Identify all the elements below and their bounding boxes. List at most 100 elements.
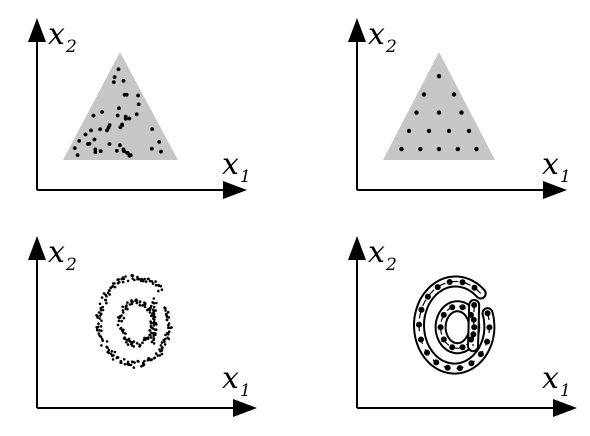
sample-point [75, 153, 80, 158]
sample-point [486, 324, 493, 331]
sample-point [416, 321, 422, 328]
sample-point [148, 329, 151, 332]
sample-point [98, 317, 102, 320]
sample-point [96, 315, 99, 318]
sample-point [143, 277, 146, 281]
sample-point [122, 331, 125, 334]
sample-point [456, 365, 463, 372]
sample-point [124, 275, 127, 278]
sample-point [166, 336, 169, 340]
sample-point [165, 318, 169, 322]
sample-point [101, 305, 104, 309]
sample-points [399, 74, 479, 152]
sample-point [449, 304, 456, 311]
sample-point [124, 332, 127, 335]
sample-point [129, 340, 133, 344]
sample-point [120, 314, 123, 317]
at-sign-sample-points [416, 279, 493, 372]
sample-point [426, 128, 432, 134]
sample-point [468, 311, 474, 318]
sample-point [150, 340, 154, 344]
sample-point [440, 311, 447, 318]
y-axis-label: x [368, 17, 385, 52]
sample-point [111, 358, 115, 361]
sample-point [122, 277, 126, 281]
sample-point [123, 362, 127, 366]
sample-point [105, 345, 108, 349]
sample-point [169, 326, 172, 330]
sample-point [110, 285, 113, 289]
sample-point [161, 346, 164, 349]
sample-point [468, 336, 474, 343]
x-axis-subscript: 1 [560, 167, 571, 187]
y-axis-label: x [48, 17, 65, 52]
y-axis-subscript: 2 [65, 255, 77, 275]
sample-point [152, 357, 156, 360]
sample-point [131, 344, 134, 347]
sample-point [418, 306, 425, 313]
sample-point [137, 360, 140, 363]
sample-point [112, 75, 117, 79]
tube-centerline [472, 304, 475, 347]
sample-point [139, 279, 143, 283]
y-axis-subscript: 2 [385, 37, 397, 57]
panel-bottom-left: x 2 x 1 [28, 235, 257, 417]
sample-point [125, 338, 129, 342]
sample-point [97, 311, 101, 314]
sample-point [138, 303, 142, 307]
sample-point [132, 360, 135, 364]
sample-point [152, 312, 156, 316]
x-axis-label: x [542, 361, 559, 396]
sample-point [152, 324, 156, 327]
triangle-region [383, 52, 495, 160]
sample-point [122, 92, 127, 97]
sample-point [95, 328, 99, 332]
x-axis-subscript: 1 [240, 167, 251, 187]
sample-point [414, 110, 419, 115]
sample-point [150, 127, 155, 131]
sample-point [126, 343, 130, 346]
sample-point [92, 137, 97, 142]
sample-point [406, 128, 412, 134]
y-axis-subscript: 2 [385, 255, 397, 275]
sample-point [152, 310, 156, 313]
sample-point [101, 308, 105, 312]
sample-point [140, 365, 143, 368]
sample-point [146, 337, 150, 341]
sample-point [424, 293, 431, 300]
sample-point [107, 348, 111, 352]
sample-point [466, 128, 472, 134]
sample-point [470, 331, 477, 338]
sample-point [474, 146, 479, 152]
sample-point [97, 322, 100, 326]
sample-point [433, 359, 440, 366]
sample-point [117, 106, 121, 111]
sample-point [124, 305, 128, 309]
sample-point [116, 67, 121, 72]
sample-point [125, 151, 130, 156]
panel-bottom-right: x 2 x 1 [348, 235, 577, 417]
sample-point [116, 278, 119, 282]
sample-point [111, 282, 115, 285]
sample-point [459, 279, 466, 286]
sample-point [123, 336, 126, 339]
sample-point [444, 364, 451, 371]
sample-point [164, 333, 167, 337]
sample-point [120, 123, 124, 128]
sample-point [149, 333, 152, 337]
sample-point [125, 340, 128, 344]
sample-point [138, 343, 142, 347]
sample-point [95, 326, 98, 329]
sample-point [111, 80, 116, 84]
sample-point [109, 352, 113, 356]
sample-point [166, 331, 169, 335]
sample-point [136, 277, 139, 281]
sample-point [126, 360, 130, 364]
x-axis-arrowhead [233, 399, 257, 417]
sample-point [104, 293, 107, 297]
sample-point [119, 327, 122, 331]
sample-point [152, 305, 156, 309]
sample-point [126, 362, 129, 366]
sample-point [477, 351, 484, 358]
